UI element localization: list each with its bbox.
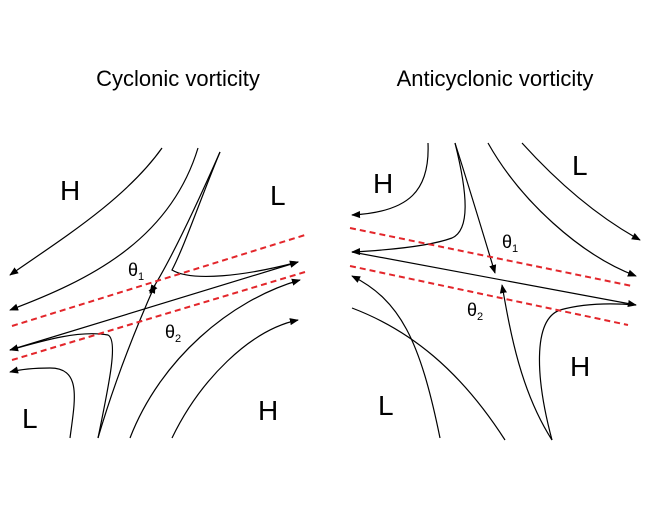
anticyclonic-streamline [499,284,553,441]
cyclonic-streamline [171,318,299,439]
cyclonic-streamline [9,366,75,439]
anticyclonic-panel: Anticyclonic vorticity H L L H θ1 θ2 [349,66,641,441]
anticyclonic-theta2-label: θ2 [467,300,483,323]
cyclonic-streamline [149,151,221,294]
anticyclonic-isentrope-dashed [349,227,633,287]
cyclonic-isentrope-dashed [11,271,306,361]
cyclonic-label-top-left: H [60,175,80,206]
cyclonic-streamline [97,284,156,439]
anticyclonic-streamline [351,142,429,219]
cyclonic-streamline [9,260,299,351]
cyclonic-theta1-label: θ1 [128,260,144,283]
anticyclonic-theta1-label: θ1 [502,232,518,255]
cyclonic-streamline [9,333,114,439]
anticyclonic-streamline [521,142,641,241]
anticyclonic-streamline [454,142,497,274]
anticyclonic-label-top-left: H [373,168,393,199]
anticyclonic-streamline [487,142,637,277]
anticyclonic-streamline [351,307,506,441]
cyclonic-streamline [129,278,301,439]
anticyclonic-streamline [351,142,466,256]
anticyclonic-label-bottom-right: H [570,351,590,382]
cyclonic-streamline [171,151,299,277]
anticyclonic-streamline [538,303,637,441]
anticyclonic-label-bottom-left: L [378,390,394,421]
anticyclonic-streamline [351,275,441,439]
cyclonic-theta2-label: θ2 [165,322,181,345]
anticyclonic-isentrope-dashed [349,265,629,326]
cyclonic-label-bottom-right: H [258,395,278,426]
cyclonic-isentrope-dashed [11,234,306,327]
anticyclonic-label-top-right: L [572,150,588,181]
cyclonic-label-bottom-left: L [22,403,38,434]
cyclonic-panel: Cyclonic vorticity H L L H θ1 θ2 [9,66,306,439]
cyclonic-label-top-right: L [270,180,286,211]
cyclonic-streamline [9,147,163,276]
cyclonic-streamline [9,147,199,311]
anticyclonic-title: Anticyclonic vorticity [397,66,594,91]
cyclonic-title: Cyclonic vorticity [96,66,260,91]
anticyclonic-streamline [351,251,637,308]
